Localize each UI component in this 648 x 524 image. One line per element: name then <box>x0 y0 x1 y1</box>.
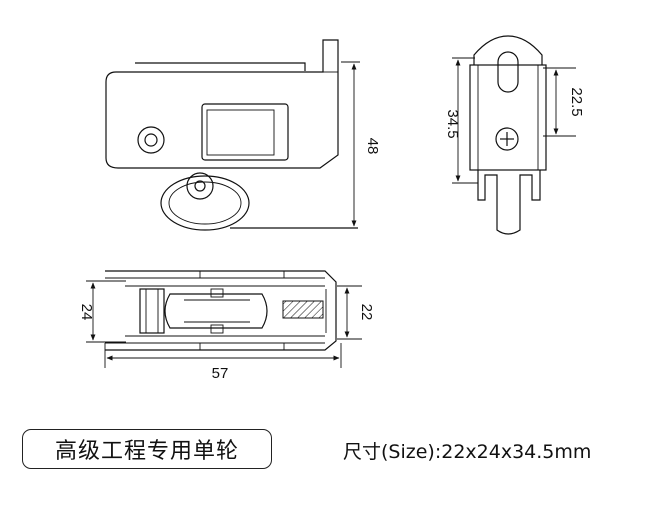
side-view: 48 <box>105 39 381 231</box>
product-name-box: 高级工程专用单轮 <box>22 429 272 469</box>
dim-height-label: 48 <box>364 138 381 155</box>
size-spec: 尺寸(Size):22x24x34.5mm <box>343 441 592 463</box>
dim-bottom-height-label: 24 <box>78 304 95 321</box>
dim-bottom-length-label: 57 <box>212 365 229 382</box>
dim-end-height-label: 34.5 <box>444 109 461 138</box>
end-view: 34.5 22.5 <box>444 35 585 235</box>
bottom-view: 24 22 57 <box>78 270 375 382</box>
dim-bottom-inner-label: 22 <box>358 304 375 321</box>
dim-end-width-label: 22.5 <box>568 87 585 116</box>
product-name: 高级工程专用单轮 <box>54 439 239 464</box>
